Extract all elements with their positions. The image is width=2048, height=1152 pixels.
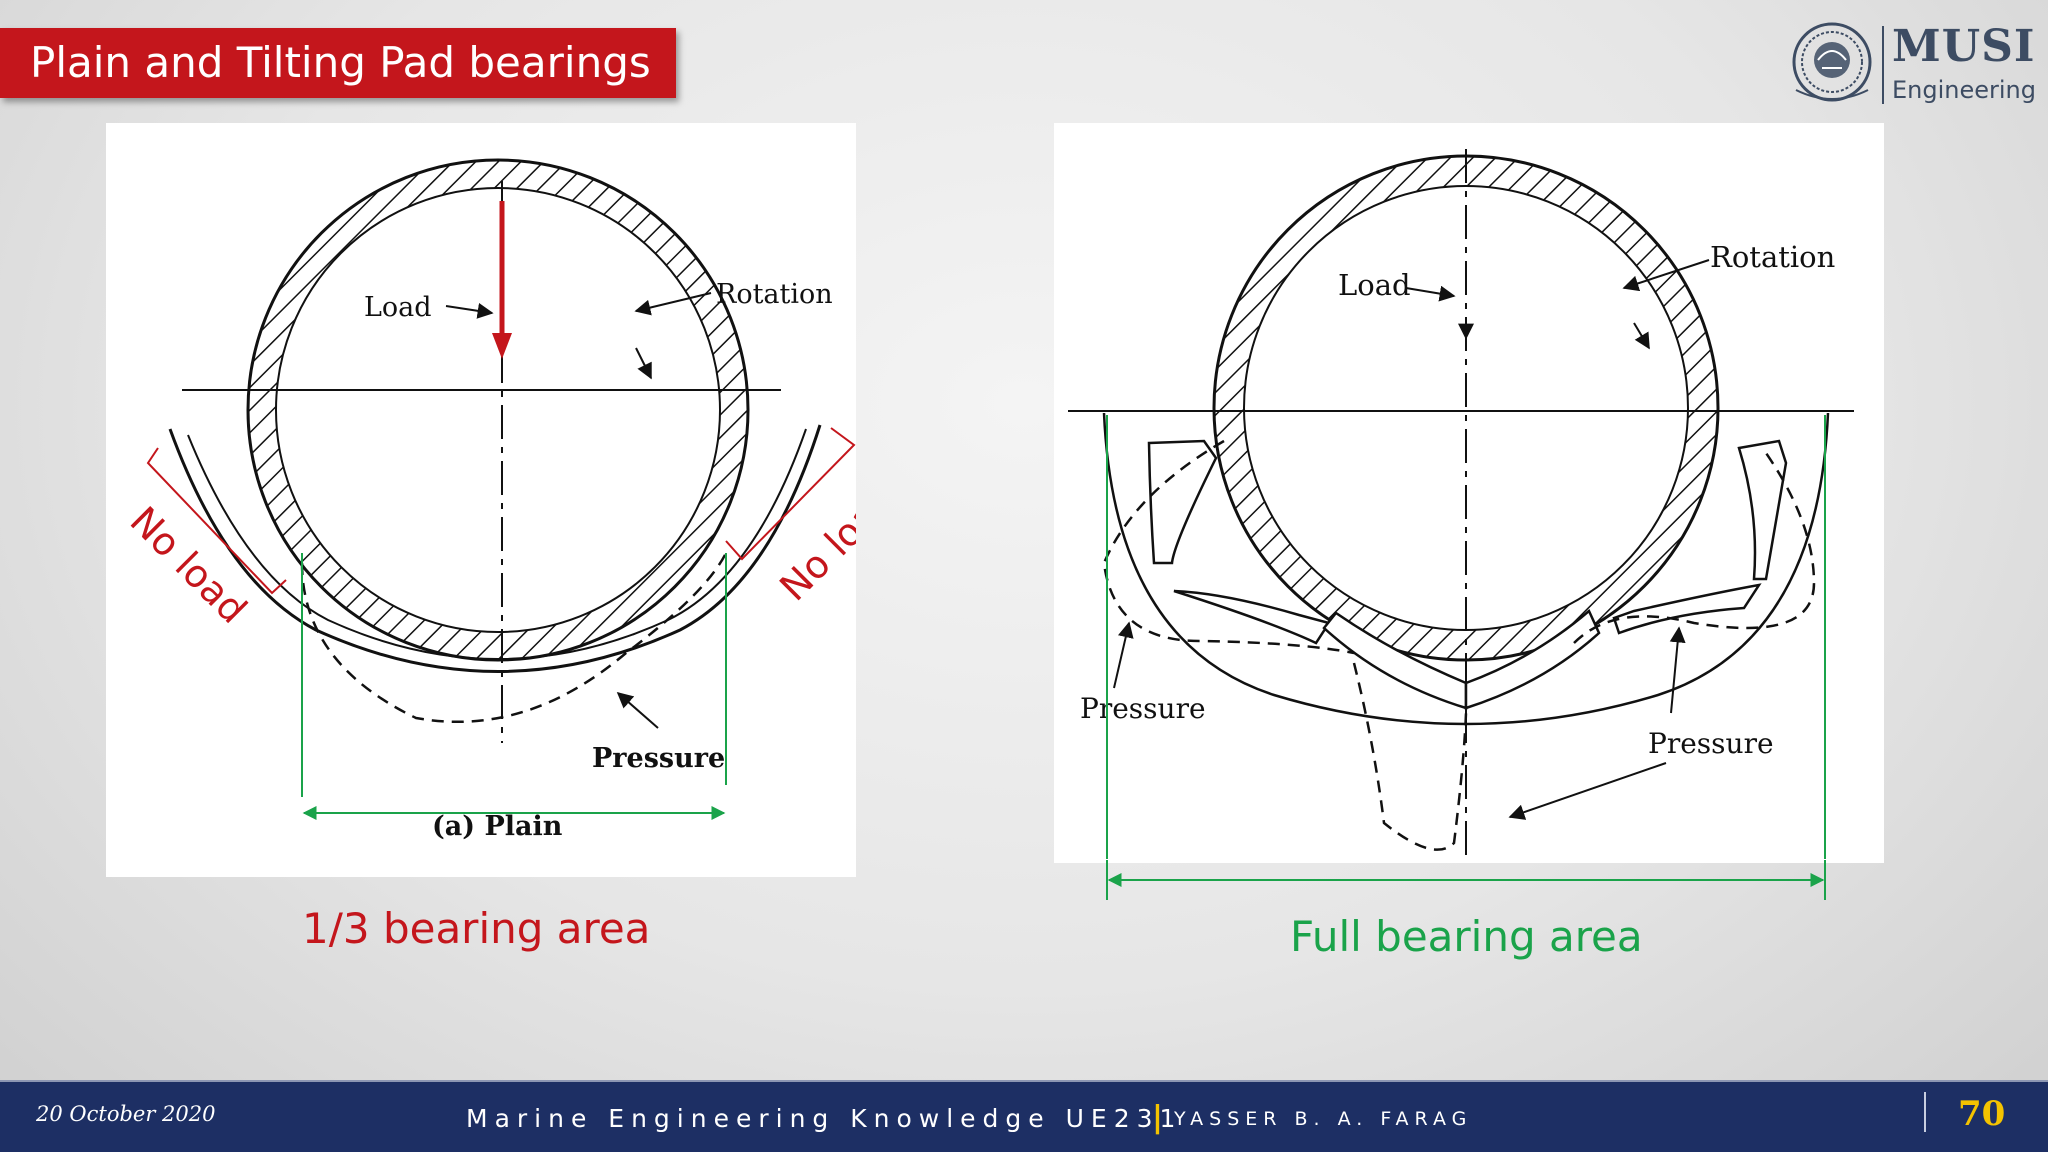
footer-divider: [0, 1080, 2048, 1082]
slide-title: Plain and Tilting Pad bearings: [30, 38, 651, 87]
load-label: Load: [364, 292, 432, 323]
footer-date: 20 October 2020: [36, 1102, 216, 1126]
full-area-dimension: [1106, 860, 1826, 900]
load-arrowhead-red: [492, 333, 512, 359]
bearing-shell-inner: [187, 428, 807, 660]
page-number-divider: [1924, 1092, 1926, 1132]
logo-name: MUSI: [1892, 21, 2036, 72]
pressure-leader-bottom: [1508, 762, 1667, 820]
logo-subtitle: Engineering: [1892, 76, 2036, 104]
no-load-bracket-left: [146, 447, 287, 595]
pressure-leader-left: [1113, 621, 1134, 689]
pressure-curve: [300, 552, 728, 724]
no-load-bracket-right: [725, 427, 856, 561]
no-load-label-left: No load: [122, 498, 256, 632]
footer-separator: |: [1152, 1100, 1163, 1135]
tilting-pad-figure: Load Rotation Pressure Pressure: [1068, 149, 1854, 859]
emblem-icon: [1792, 22, 1872, 102]
plain-caption: (a) Plain: [432, 811, 563, 842]
musi-logo: MUSI Engineering: [1782, 12, 2036, 112]
rotation-direction-arrow: [1633, 322, 1650, 350]
no-load-label-right: No load: [771, 476, 856, 610]
load-leader: [445, 302, 494, 319]
footer-course: Marine Engineering Knowledge UE231: [466, 1104, 1183, 1133]
pressure-label-right: Pressure: [1648, 727, 1774, 760]
plain-bearing-diagram: Load Rotation Pressure (a) Plain No load…: [106, 123, 856, 877]
pressure-leader-right: [1669, 626, 1686, 714]
load-label: Load: [1338, 268, 1411, 302]
rotation-label: Rotation: [1710, 240, 1835, 274]
pressure-label: Pressure: [592, 743, 725, 774]
slide-footer: 20 October 2020 Marine Engineering Knowl…: [0, 1080, 2048, 1152]
pressure-leader: [616, 691, 659, 729]
pad-left-upper: [1147, 439, 1218, 565]
rotation-label: Rotation: [716, 279, 833, 310]
pressure-label-left: Pressure: [1080, 692, 1206, 725]
slide-title-bar: Plain and Tilting Pad bearings: [0, 28, 676, 98]
shaft-inner: [275, 187, 721, 633]
tilting-area-caption: Full bearing area: [1290, 912, 1643, 961]
pad-bottom-right: [1464, 608, 1601, 710]
rotation-direction-arrow: [635, 347, 652, 380]
pad-right-lower: [1612, 583, 1762, 635]
plain-area-caption: 1/3 bearing area: [302, 904, 651, 953]
plain-bearing-figure: Load Rotation Pressure (a) Plain No load…: [122, 158, 856, 842]
pad-left-lower: [1173, 589, 1331, 645]
footer-author: YASSER B. A. FARAG: [1174, 1108, 1473, 1130]
page-number: 70: [1958, 1094, 2006, 1134]
logo-divider: [1882, 26, 1884, 104]
pressure-curve-bottom: [1352, 662, 1468, 851]
load-leader: [1405, 285, 1456, 302]
pressure-curve-left: [1102, 439, 1355, 655]
pad-right-upper: [1737, 439, 1788, 581]
tilting-pad-bearing-diagram: Load Rotation Pressure Pressure: [1054, 123, 1884, 863]
rotation-leader: [634, 292, 712, 316]
bearing-shell-outer: [168, 424, 822, 673]
rotation-leader: [1622, 259, 1710, 292]
